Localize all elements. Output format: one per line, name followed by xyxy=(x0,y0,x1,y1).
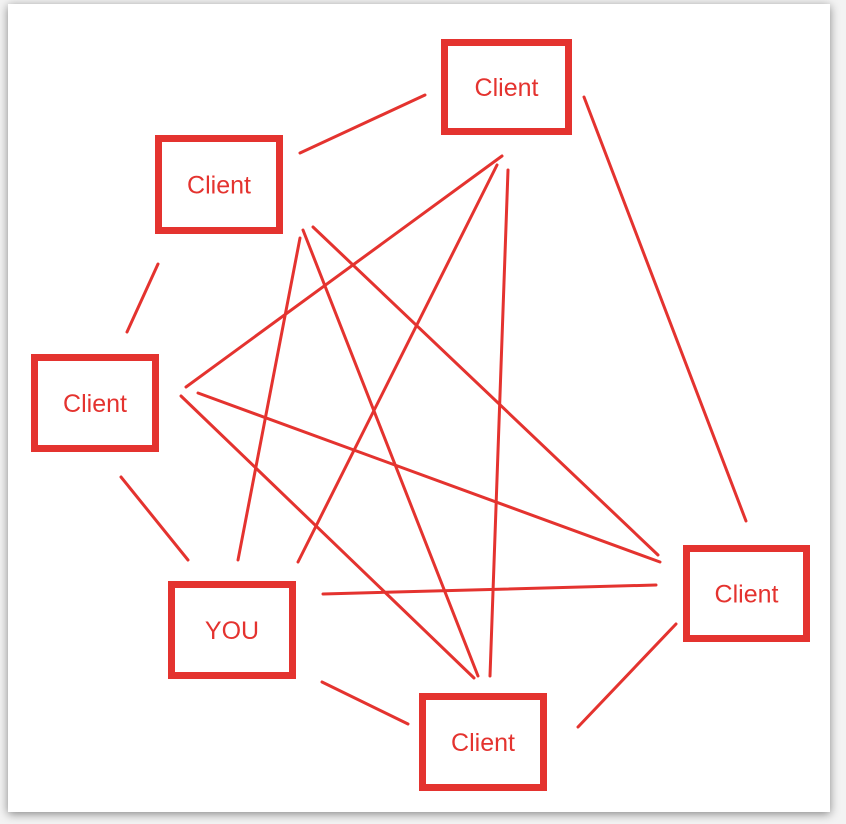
edge-client-top-to-you xyxy=(296,163,499,564)
node-label-client-upper-left: Client xyxy=(187,172,251,200)
edge-you-to-client-right xyxy=(321,583,658,596)
edge-client-top-to-client-left xyxy=(184,154,504,389)
node-client-top: Client xyxy=(441,39,572,135)
edge-client-upper-left-to-you xyxy=(236,236,302,562)
node-box-client-bottom xyxy=(419,693,547,791)
node-client-upper-left: Client xyxy=(155,135,283,234)
node-box-client-left xyxy=(31,354,159,452)
edge-client-upper-left-to-client-right xyxy=(311,225,660,557)
edge-client-top-to-client-bottom xyxy=(488,168,510,678)
node-you: YOU xyxy=(168,581,296,679)
node-label-client-left: Client xyxy=(63,390,127,418)
node-label-client-bottom: Client xyxy=(451,729,515,757)
node-box-client-top xyxy=(441,39,572,135)
edge-client-left-to-you xyxy=(119,475,190,562)
edge-client-upper-left-to-client-left xyxy=(125,262,160,334)
node-label-client-right: Client xyxy=(715,581,779,609)
node-label-you: YOU xyxy=(205,617,259,645)
edges-group xyxy=(119,93,748,729)
node-label-client-top: Client xyxy=(475,74,539,102)
node-client-right: Client xyxy=(683,545,810,642)
node-client-left: Client xyxy=(31,354,159,452)
edge-client-top-to-client-right xyxy=(582,95,748,523)
node-box-client-upper-left xyxy=(155,135,283,234)
edge-client-bottom-to-client-right xyxy=(576,622,678,729)
edge-client-upper-left-to-client-bottom xyxy=(301,228,480,678)
node-client-bottom: Client xyxy=(419,693,547,791)
edge-you-to-client-bottom xyxy=(320,680,410,726)
node-box-client-right xyxy=(683,545,810,642)
edge-client-upper-left-to-client-top xyxy=(298,93,427,155)
node-box-you xyxy=(168,581,296,679)
edge-client-left-to-client-right xyxy=(196,391,662,564)
edge-client-left-to-client-bottom xyxy=(179,394,476,680)
